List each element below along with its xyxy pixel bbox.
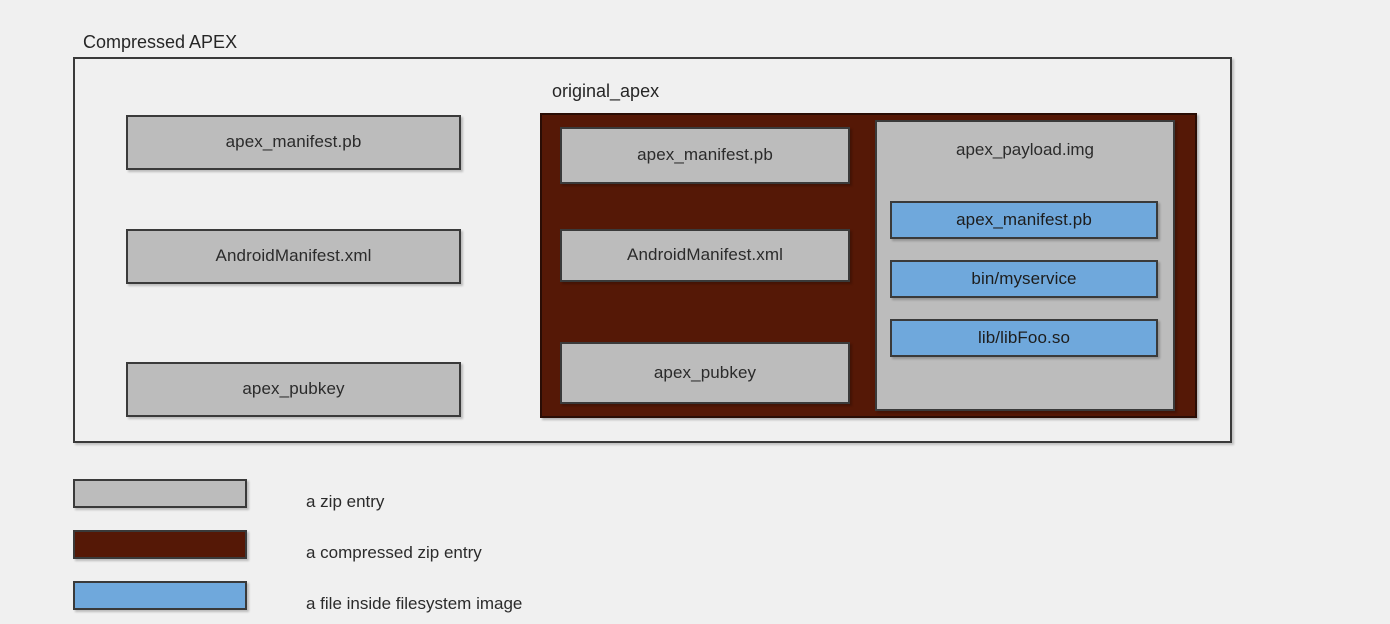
legend-swatch-zip-entry <box>73 479 247 508</box>
zip-entry-apex-manifest-pb: apex_manifest.pb <box>126 115 461 170</box>
legend-label-filesystem-file: a file inside filesystem image <box>306 594 523 613</box>
filesystem-file-bin-myservice: bin/myservice <box>890 260 1158 298</box>
legend-label-zip-entry: a zip entry <box>306 492 385 511</box>
original-apex-zip-entry-apex-manifest-pb: apex_manifest.pb <box>560 127 850 184</box>
legend-label-compressed-zip-entry: a compressed zip entry <box>306 543 482 562</box>
original-apex-title: original_apex <box>552 81 660 101</box>
zip-entry-androidmanifest-xml: AndroidManifest.xml <box>126 229 461 284</box>
filesystem-file-apex-manifest-pb: apex_manifest.pb <box>890 201 1158 239</box>
zip-entry-apex-pubkey: apex_pubkey <box>126 362 461 417</box>
apex-payload-img-label: apex_payload.img <box>956 140 1094 159</box>
legend-swatch-filesystem-file <box>73 581 247 610</box>
original-apex-zip-entry-androidmanifest-xml: AndroidManifest.xml <box>560 229 850 282</box>
compressed-apex-title: Compressed APEX <box>83 32 238 52</box>
filesystem-file-lib-libfoo-so: lib/libFoo.so <box>890 319 1158 357</box>
legend-swatch-compressed-zip-entry <box>73 530 247 559</box>
original-apex-zip-entry-apex-pubkey: apex_pubkey <box>560 342 850 404</box>
